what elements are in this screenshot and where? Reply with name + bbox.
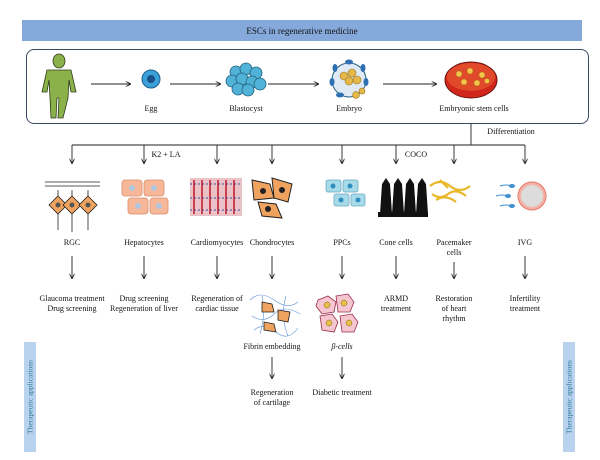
- application-cardiomyocytes: Regeneration of cardiac tissue: [191, 294, 243, 313]
- application-cone-cells: ARMD treatment: [380, 294, 412, 313]
- stage-label-embryonic-stem-cells: Embryonic stem cells: [439, 104, 509, 113]
- stage-label-embryo: Embryo: [336, 104, 362, 113]
- differentiation-label: Differentiation: [487, 127, 535, 136]
- embryo-icon: [329, 59, 369, 99]
- title-banner: ESCs in regenerative medicine: [22, 20, 582, 41]
- cell-type-chondrocytes: Chondrocytes: [249, 238, 295, 247]
- hepatocytes-icon: [121, 179, 169, 215]
- stage-label-egg: Egg: [144, 104, 158, 113]
- outcome-diabetic: Diabetic treatment: [312, 388, 372, 397]
- application-hepatocytes: Drug screening Regeneration of liver: [110, 294, 178, 313]
- cell-type-hepatocytes: Hepatocytes: [124, 238, 164, 247]
- human-figure-icon: [41, 53, 77, 119]
- blastocyst-icon: [225, 62, 267, 97]
- outcome-cartilage: Regeneration of cartilage: [250, 388, 294, 407]
- cell-type-cone-cells: Cone cells: [379, 238, 413, 247]
- fibrin-embedding-icon: [249, 294, 301, 337]
- stage-label-blastocyst: Blastocyst: [229, 104, 263, 113]
- application-rgc: Glaucoma treatment Drug screening: [39, 294, 105, 313]
- cardiomyocytes-icon: [190, 178, 242, 216]
- application-ivg: Infertility treatment: [509, 294, 541, 313]
- application-pacemaker-cells: Restoration of heart rhythm: [435, 294, 473, 323]
- cell-type-ivg: IVG: [517, 238, 533, 247]
- pacemaker-cells-icon: [429, 179, 471, 203]
- cell-type-pacemaker-cells: Pacemaker cells: [436, 238, 472, 257]
- rgc-cells-icon: [45, 181, 100, 232]
- application-chondrocytes: Fibrin embedding: [243, 342, 301, 351]
- beta-cells-icon: [315, 293, 359, 333]
- petri-dish-icon: [444, 61, 498, 99]
- cell-type-cardiomyocytes: Cardiomyocytes: [190, 238, 244, 247]
- ppcs-icon: [325, 179, 366, 207]
- ivg-icon: [495, 181, 547, 211]
- chondrocytes-icon: [251, 177, 293, 219]
- cell-type-rgc: RGC: [63, 238, 81, 247]
- factor-label-coco: COCO: [404, 150, 428, 159]
- cell-type-ppcs: PPCs: [333, 238, 351, 247]
- application-ppcs: β-cells: [331, 342, 353, 351]
- factor-label-k2-la: K2 + LA: [151, 150, 181, 159]
- diagram-title: ESCs in regenerative medicine: [246, 25, 358, 36]
- cone-cells-icon: [378, 178, 428, 217]
- therapeutic-applications-tab-left: Therapeutic applications: [24, 342, 36, 452]
- therapeutic-applications-tab-right: Therapeutic applications: [563, 342, 575, 452]
- egg-icon: [141, 69, 161, 89]
